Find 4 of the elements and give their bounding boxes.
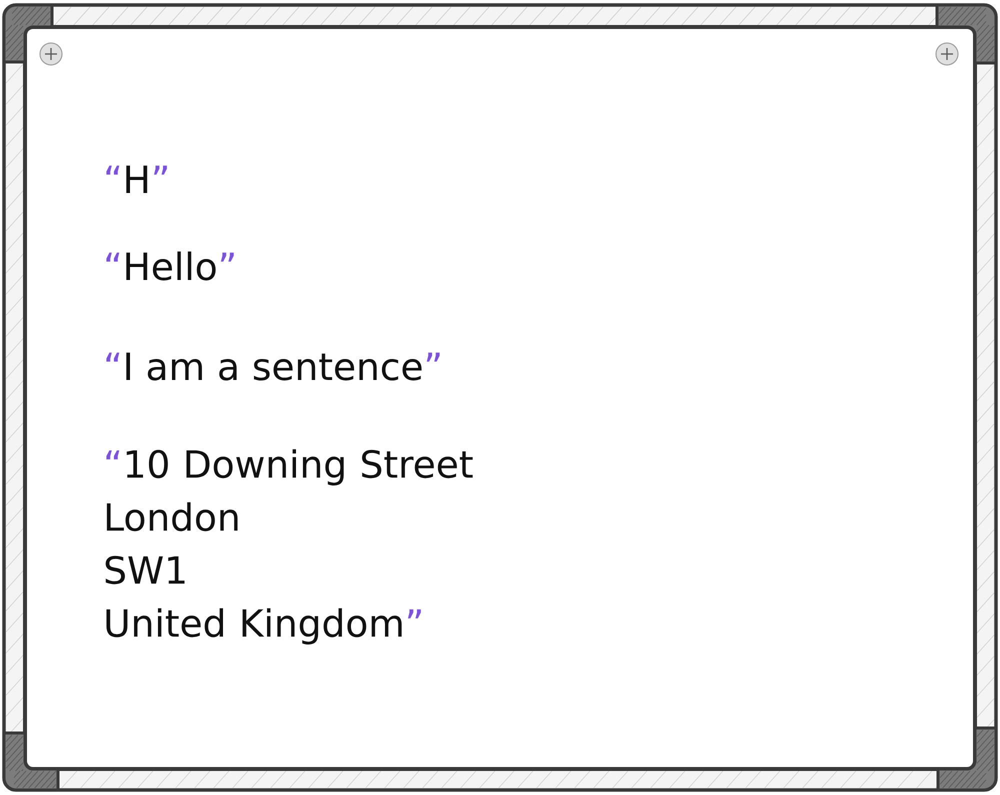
quoted-text: “I am a sentence” [106,352,440,381]
quoted-text: “H” [106,166,167,193]
quoted-text: “10 Downing Street London SW1 United Kingdom” [106,449,473,644]
quoted-text: “Hello” [106,252,234,281]
